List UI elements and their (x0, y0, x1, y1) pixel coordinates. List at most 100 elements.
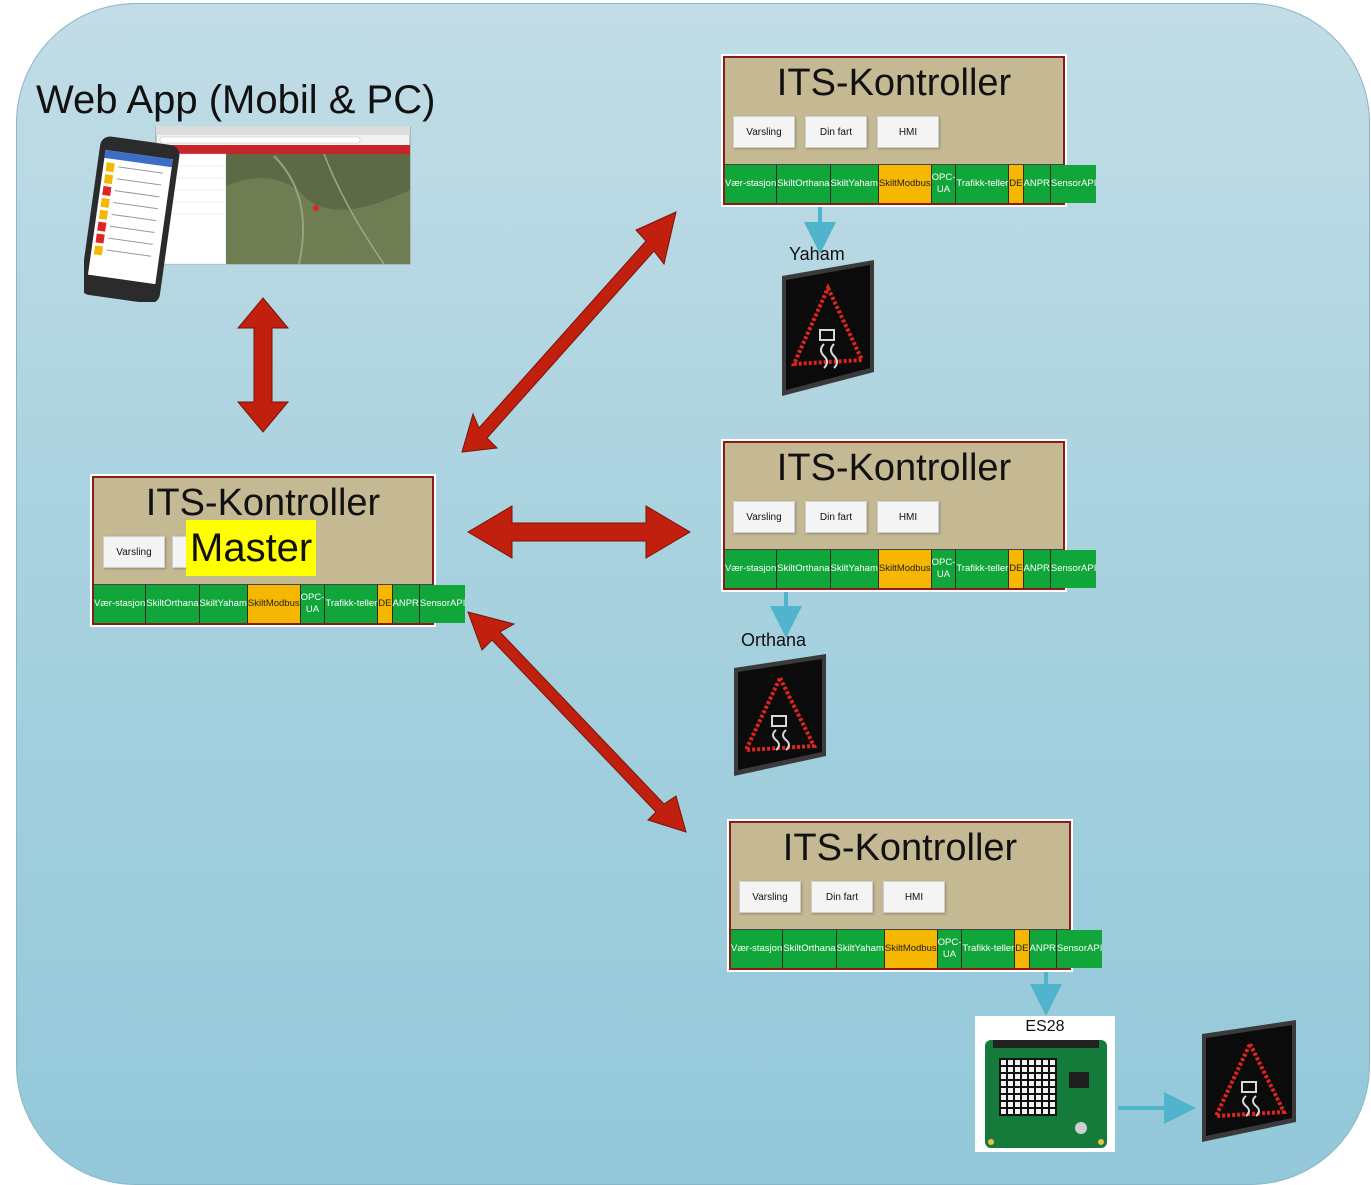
led-pixel (1043, 1067, 1048, 1072)
controller-master: ITS-Kontroller Varsling Master Vær-stasj… (92, 476, 466, 625)
led-pixel (1050, 1102, 1055, 1107)
controller-title: ITS-Kontroller (776, 447, 1012, 489)
warning-sign-es28 (1202, 1020, 1296, 1142)
led-pixel (1029, 1095, 1034, 1100)
varsling-button[interactable]: Varsling (103, 536, 165, 568)
module-cell: Trafikk-teller (956, 165, 1010, 203)
led-pixel (1001, 1081, 1006, 1086)
module-cell: Vær-stasjon (94, 585, 147, 623)
led-pixel (1022, 1074, 1027, 1079)
led-pixel (1050, 1060, 1055, 1065)
module-label: Sensor (1050, 178, 1082, 189)
hmi-button[interactable]: HMI (883, 881, 945, 913)
din-fart-button[interactable]: Din fart (805, 116, 867, 148)
led-pixel (1022, 1060, 1027, 1065)
module-sublabel: stasjon (752, 943, 783, 954)
module-label: DE (1015, 943, 1029, 954)
din-fart-button[interactable]: Din fart (811, 881, 873, 913)
led-pixel (1050, 1088, 1055, 1093)
module-label: OPC-UA (937, 937, 962, 960)
led-pixel (1036, 1067, 1041, 1072)
hmi-button[interactable]: HMI (877, 501, 939, 533)
module-sublabel: Yaham (217, 598, 247, 609)
warning-sign-yaham (782, 260, 874, 396)
led-pixel (1022, 1067, 1027, 1072)
module-sublabel: teller (987, 178, 1009, 189)
led-pixel (1050, 1081, 1055, 1086)
master-highlight: Master (186, 520, 317, 576)
led-pixel (1015, 1088, 1020, 1093)
module-label: Skilt (199, 598, 218, 609)
module-label: Sensor (419, 598, 451, 609)
double-arrow-master-c2 (467, 505, 691, 559)
din-fart-button[interactable]: Din fart (805, 501, 867, 533)
led-pixel (1036, 1074, 1041, 1079)
led-pixel (1001, 1109, 1006, 1114)
led-pixel (1043, 1102, 1048, 1107)
module-sublabel: API (450, 598, 466, 609)
led-pixel (1015, 1102, 1020, 1107)
module-cell: ANPR (1023, 165, 1051, 203)
module-sublabel: API (1081, 178, 1097, 189)
module-label: DE (1009, 178, 1023, 189)
module-label: DE (1009, 563, 1023, 574)
module-label: Skilt (783, 943, 802, 954)
led-pixel (1036, 1102, 1041, 1107)
module-sublabel: stasjon (746, 563, 777, 574)
module-label: Vær- (725, 178, 747, 189)
led-pixel (1008, 1060, 1013, 1065)
led-pixel (1001, 1102, 1006, 1107)
controller-title: ITS-Kontroller (782, 827, 1018, 869)
module-cell: DE (1009, 550, 1024, 588)
varsling-button[interactable]: Varsling (733, 116, 795, 148)
module-label: Skilt (878, 563, 897, 574)
module-label: Sensor (1050, 563, 1082, 574)
led-pixel (1029, 1081, 1034, 1086)
module-label: Vær- (725, 563, 747, 574)
led-pixel (1029, 1102, 1034, 1107)
led-pixel (1001, 1060, 1006, 1065)
module-label: Skilt (884, 943, 903, 954)
varsling-button[interactable]: Varsling (739, 881, 801, 913)
module-label: ANPR (392, 598, 419, 609)
diagram-canvas: Web App (Mobil & PC) (16, 3, 1370, 1185)
led-pixel (1050, 1109, 1055, 1114)
controller-3: ITS-Kontroller Varsling Din fart HMI Vær… (729, 821, 1103, 970)
module-label: Skilt (777, 178, 796, 189)
module-sublabel: Orthana (801, 943, 836, 954)
module-cell: OPC-UA (931, 550, 957, 588)
led-pixel (1050, 1067, 1055, 1072)
varsling-button[interactable]: Varsling (733, 501, 795, 533)
led-pixel (1015, 1060, 1020, 1065)
module-label: ANPR (1023, 563, 1050, 574)
led-pixel (1036, 1060, 1041, 1065)
double-arrow-webapp-master (236, 297, 290, 433)
controller-1: ITS-Kontroller Varsling Din fart HMI Vær… (723, 56, 1097, 205)
module-cell: OPC-UA (300, 585, 326, 623)
module-sublabel: teller (356, 598, 378, 609)
led-pixel (1015, 1074, 1020, 1079)
controller-title: ITS-Kontroller (776, 62, 1012, 104)
module-label: Skilt (146, 598, 165, 609)
module-sublabel: Modbus (902, 943, 937, 954)
module-label: OPC-UA (300, 592, 325, 615)
hmi-button[interactable]: HMI (877, 116, 939, 148)
led-pixel (1022, 1109, 1027, 1114)
module-label: OPC-UA (931, 172, 956, 195)
module-sublabel: Yaham (848, 178, 878, 189)
led-pixel (1043, 1109, 1048, 1114)
led-pixel (1015, 1067, 1020, 1072)
module-cell: DE (1015, 930, 1030, 968)
module-cell: OPC-UA (931, 165, 957, 203)
sign-label-orthana: Orthana (741, 630, 807, 650)
